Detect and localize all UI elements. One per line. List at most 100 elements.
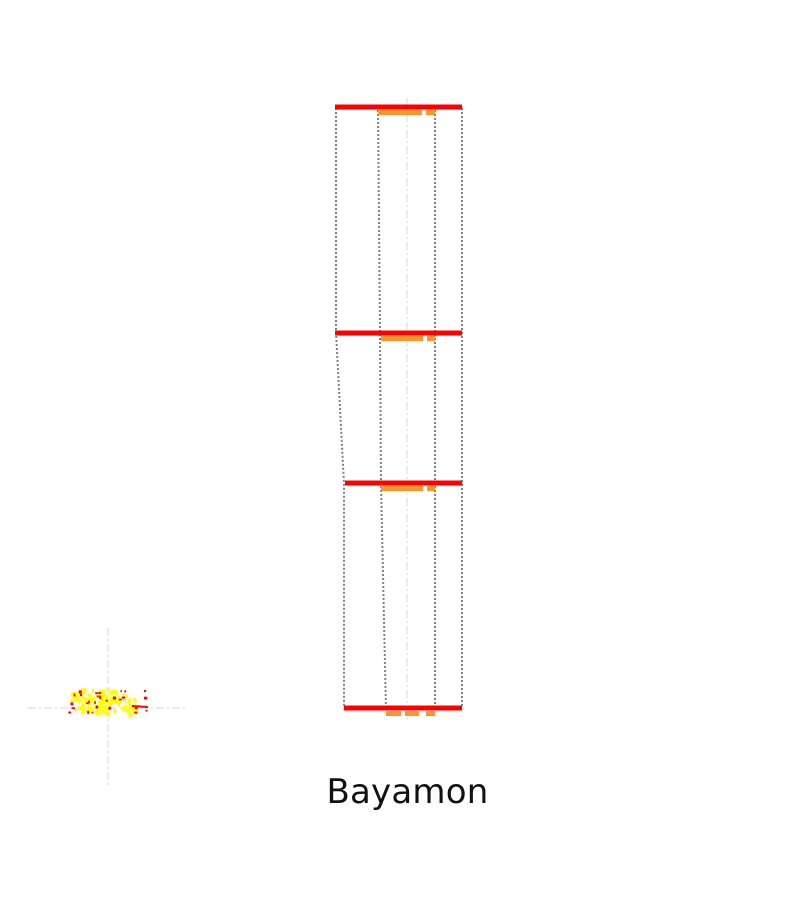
cluster-speck (95, 705, 99, 709)
cluster-speck (77, 699, 81, 703)
cluster-speck (122, 693, 125, 696)
cluster-speck (144, 690, 147, 693)
cluster-speck (96, 695, 99, 698)
cluster-speck (143, 696, 148, 700)
cluster-speck (131, 710, 136, 715)
cluster-speck (88, 702, 91, 707)
cluster-speck (92, 703, 96, 707)
cluster-speck (78, 690, 82, 694)
cluster-speck (94, 701, 96, 704)
secondary-bar (378, 110, 422, 115)
cluster-speck (108, 703, 113, 707)
cluster-speck (117, 695, 120, 700)
cluster-speck (113, 697, 118, 702)
cluster-speck (106, 711, 110, 717)
cluster-speck (100, 691, 104, 695)
outer-left-outline (335, 108, 345, 708)
cluster-speck (100, 694, 105, 697)
level-1 (335, 104, 462, 115)
secondary-bar (381, 486, 423, 491)
secondary-bar (381, 336, 423, 341)
cluster-speck (124, 690, 127, 693)
cluster-speck (82, 695, 85, 700)
cluster-speck (96, 693, 100, 696)
level-3 (345, 480, 462, 491)
cluster-speck (75, 691, 78, 695)
level-4 (344, 705, 462, 716)
cluster-speck (117, 703, 121, 707)
cluster-speck (81, 707, 85, 711)
cluster-speck (100, 711, 105, 715)
plan-cluster (68, 688, 149, 718)
cluster-speck (99, 697, 103, 702)
cluster-speck (118, 698, 122, 701)
cluster-speck (99, 689, 104, 694)
cluster-speck (99, 701, 102, 706)
cluster-speck (126, 708, 130, 713)
cluster-speck (73, 696, 77, 702)
cluster-speck (90, 709, 94, 713)
cluster-speck (105, 694, 109, 698)
cluster-speck (88, 700, 90, 703)
inner-left-outline (377, 109, 387, 711)
cluster-speck (113, 691, 118, 695)
cluster-speck (79, 693, 82, 697)
cluster-speck (91, 688, 94, 693)
cluster-speck (100, 701, 105, 704)
cluster-speck (70, 699, 74, 702)
cluster-speck (87, 710, 90, 714)
secondary-bar (426, 110, 435, 115)
cluster-speck (121, 696, 125, 699)
cluster-speck (81, 688, 86, 694)
cluster-speck (106, 695, 109, 701)
cluster-speck (134, 711, 138, 714)
cluster-speck (98, 704, 103, 708)
cluster-speck (85, 709, 90, 712)
cluster-speck (95, 692, 99, 695)
cluster-speck (108, 706, 112, 710)
cluster-speck (103, 698, 108, 703)
cluster-speck (123, 699, 126, 703)
cluster-speck (112, 696, 116, 700)
cluster-speck (106, 701, 110, 705)
cluster-speck (124, 694, 128, 698)
cluster-speck (128, 698, 132, 701)
cluster-speck (102, 704, 108, 710)
diagram-caption: Bayamon (326, 772, 489, 812)
cluster-speck (84, 697, 89, 702)
level-2 (335, 330, 462, 341)
cluster-speck (68, 711, 71, 714)
cluster-speck (75, 709, 78, 712)
cluster-speck (87, 706, 93, 712)
cluster-speck (123, 704, 128, 707)
cluster-speck (134, 706, 138, 710)
cluster-speck (121, 706, 125, 711)
cluster-speck (105, 707, 110, 711)
cluster-speck (129, 703, 132, 707)
cluster-speck (73, 694, 78, 698)
cluster-speck (73, 693, 76, 697)
cluster-speck (89, 697, 95, 702)
cluster-speck (105, 699, 108, 702)
cluster-tail (131, 705, 149, 708)
cluster-speck (108, 698, 111, 704)
cluster-speck (90, 707, 94, 712)
cluster-speck (70, 693, 74, 697)
cluster-speck (106, 688, 110, 692)
cluster-speck (77, 695, 80, 700)
cluster-speck (71, 707, 75, 709)
cluster-speck (86, 702, 89, 705)
cluster-speck (128, 706, 132, 711)
cluster-speck (145, 709, 148, 712)
cluster-speck (76, 698, 82, 702)
cluster-speck (113, 700, 119, 704)
cluster-speck (110, 698, 114, 703)
secondary-bar (405, 711, 419, 716)
cluster-speck (88, 696, 92, 699)
cluster-speck (83, 700, 87, 703)
cluster-speck (128, 712, 132, 718)
cluster-speck (104, 710, 108, 714)
cluster-speck (113, 708, 117, 714)
secondary-bar (386, 711, 401, 716)
